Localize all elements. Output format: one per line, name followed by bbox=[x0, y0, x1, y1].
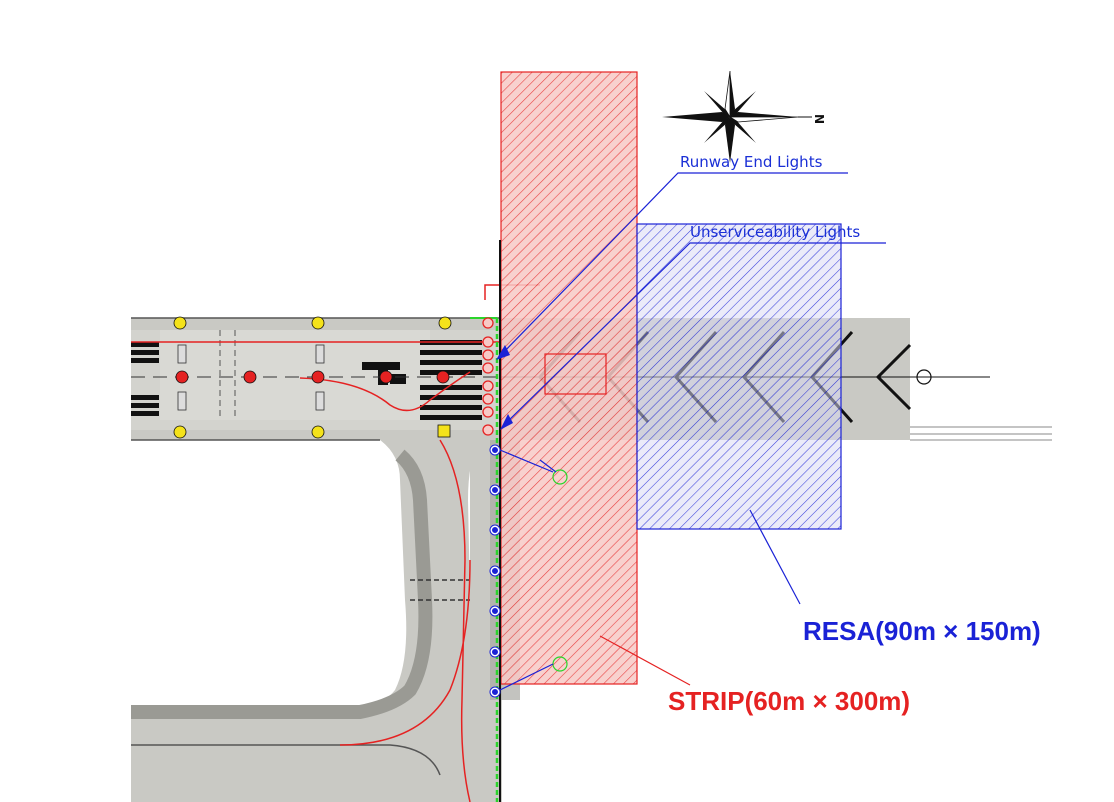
strip-area bbox=[500, 71, 638, 685]
runway-end-lights bbox=[482, 317, 494, 436]
resa-label: RESA(90m × 150m) bbox=[803, 616, 1041, 646]
strip-inner-box bbox=[544, 353, 607, 395]
north-label: N bbox=[812, 114, 826, 124]
localizer-marker bbox=[916, 369, 932, 385]
approach-lights bbox=[175, 370, 450, 384]
green-markers bbox=[499, 449, 568, 691]
strip-label: STRIP(60m × 300m) bbox=[668, 686, 910, 716]
callout-leaders bbox=[499, 172, 886, 686]
approach-bar-lights bbox=[177, 344, 325, 411]
resa-area bbox=[636, 223, 842, 530]
unserviceability-lights bbox=[489, 444, 501, 698]
compass-rose-icon bbox=[662, 70, 812, 163]
yellow-edge-lights bbox=[173, 316, 452, 439]
unserviceability-lights-label: Unserviceability Lights bbox=[690, 223, 860, 241]
taxi-route-lines bbox=[131, 284, 540, 802]
runway-end-lights-label: Runway End Lights bbox=[680, 153, 823, 171]
